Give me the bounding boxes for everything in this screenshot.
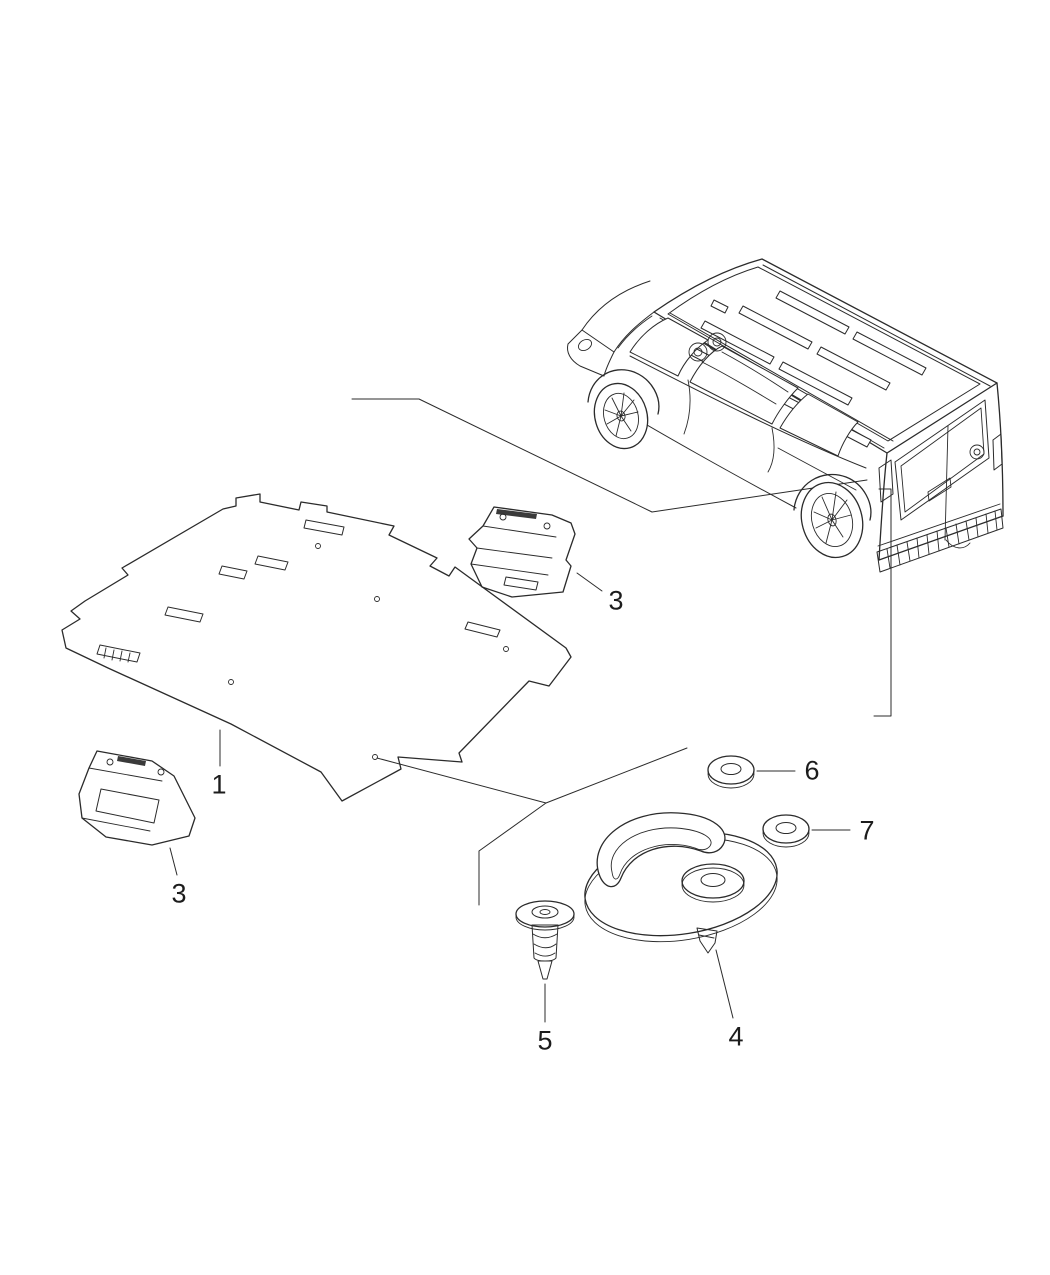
van-illustration — [567, 258, 1004, 573]
rear-wheel — [800, 481, 864, 559]
grommet-part-7 — [762, 814, 851, 848]
taillight-right — [992, 433, 1003, 471]
bracket-part-3-lower — [78, 750, 196, 876]
callout-label-5: 5 — [537, 1025, 553, 1056]
bracket-part-3-upper — [468, 506, 603, 598]
tie-down-ring-part-4 — [584, 812, 778, 1019]
callout-label-6: 6 — [804, 755, 820, 786]
interior-seats — [688, 332, 789, 405]
rear-badge — [969, 444, 985, 460]
callout-label-3-lower: 3 — [171, 878, 187, 909]
callout-label-7: 7 — [859, 815, 875, 846]
rear-bumper — [876, 508, 1004, 573]
callout-label-1: 1 — [211, 769, 227, 800]
rear-nameplate — [927, 477, 952, 502]
push-pin-part-5 — [515, 900, 575, 1023]
floor-covering-part-1 — [61, 493, 572, 802]
front-wheel — [593, 382, 649, 450]
callout-label-3-upper: 3 — [608, 585, 624, 616]
grommet-part-6 — [707, 755, 796, 789]
taillight-left — [878, 459, 894, 503]
reference-leader-lines — [351, 398, 892, 906]
callout-label-4: 4 — [728, 1021, 744, 1052]
